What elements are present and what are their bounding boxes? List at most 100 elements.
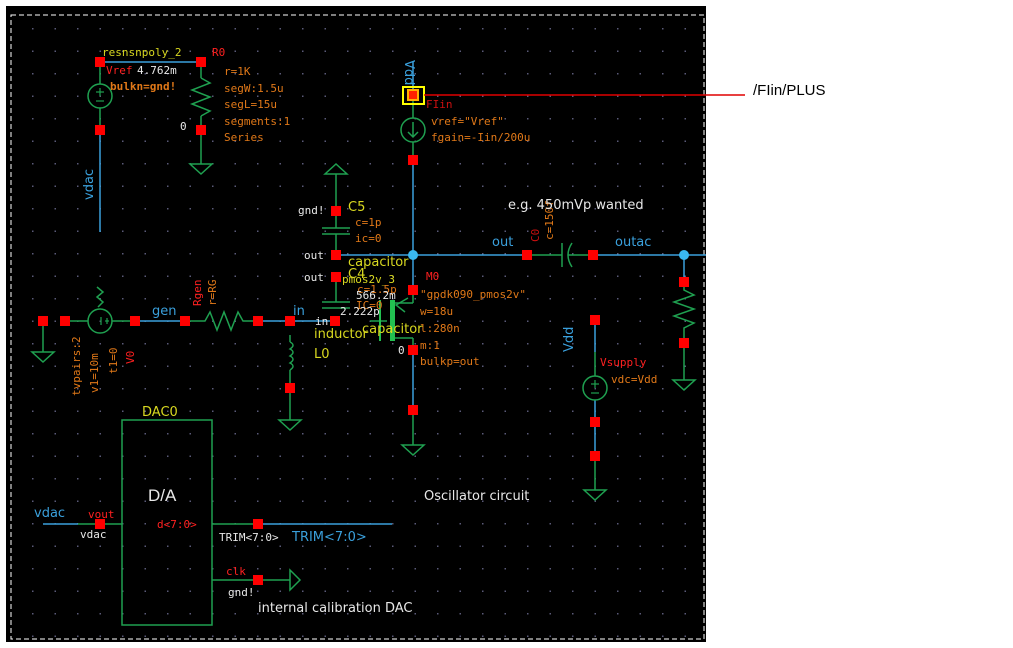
grid-dot [302,568,304,570]
grid-dot [189,410,191,412]
pin-marker[interactable] [588,250,598,260]
grid-dot [347,50,349,52]
grid-dot [549,298,551,300]
grid-dot [144,568,146,570]
grid-dot [234,163,236,165]
grid-dot [324,298,326,300]
grid-dot [234,320,236,322]
grid-dot [459,185,461,187]
grid-dot [504,320,506,322]
grid-dot [527,455,529,457]
pin-marker[interactable] [522,250,532,260]
grid-dot [437,253,439,255]
grid-dot [414,523,416,525]
pin-marker[interactable] [679,338,689,348]
grid-dot [684,50,686,52]
note-dac: internal calibration DAC [258,601,412,616]
pin-marker[interactable] [38,316,48,326]
grid-dot [459,365,461,367]
grid-dot [302,185,304,187]
pin-marker[interactable] [408,405,418,415]
dac-name-label: DAC0 [142,405,178,420]
pin-marker[interactable] [331,272,341,282]
grid-dot [54,253,56,255]
grid-dot [662,545,664,547]
grid-dot [572,545,574,547]
grid-dot [257,28,259,30]
grid-dot [144,455,146,457]
pin-marker[interactable] [95,519,105,529]
grid-dot [189,50,191,52]
pin-marker[interactable] [95,57,105,67]
grid-dot [302,95,304,97]
pin-marker[interactable] [253,316,263,326]
grid-dot [594,95,596,97]
grid-dot [617,478,619,480]
pin-marker[interactable] [331,206,341,216]
pin-marker[interactable] [60,316,70,326]
pin-marker[interactable] [330,316,340,326]
grid-dot [167,298,169,300]
pin-marker[interactable] [180,316,190,326]
grid-dot [482,140,484,142]
pin-marker[interactable] [590,417,600,427]
grid-dot [369,73,371,75]
grid-dot [639,613,641,615]
grid-dot [189,343,191,345]
grid-dot [617,298,619,300]
pin-marker[interactable] [95,125,105,135]
grid-dot [54,343,56,345]
grid-dot [504,118,506,120]
grid-dot [414,50,416,52]
grid-dot [189,613,191,615]
grid-dot [527,500,529,502]
grid-dot [99,50,101,52]
grid-dot [527,95,529,97]
grid-dot [459,140,461,142]
grid-dot [369,208,371,210]
probed-pin[interactable] [407,89,419,101]
pin-marker[interactable] [408,285,418,295]
grid-dot [234,73,236,75]
grid-dot [122,635,124,637]
v0-param-0: t1=0 [107,348,120,375]
grid-dot [212,365,214,367]
pin-marker[interactable] [130,316,140,326]
pin-marker[interactable] [196,57,206,67]
junction-out [408,250,418,260]
grid-dot [662,208,664,210]
dac-symbol-label: D/A [148,486,177,505]
pin-marker[interactable] [285,316,295,326]
l0-name-label: L0 [314,347,330,362]
grid-dot [639,140,641,142]
pin-marker[interactable] [285,383,295,393]
grid-dot [189,365,191,367]
grid-dot [459,298,461,300]
grid-dot [392,208,394,210]
pin-marker[interactable] [679,277,689,287]
grid-dot [122,298,124,300]
grid-dot [279,163,281,165]
grid-dot [527,320,529,322]
pin-marker[interactable] [253,519,263,529]
grid-dot [549,118,551,120]
grid-dot [617,50,619,52]
grid-dot [54,50,56,52]
pin-marker[interactable] [590,315,600,325]
pin-marker[interactable] [408,155,418,165]
load-ground-icon [671,379,697,392]
grid-dot [459,73,461,75]
grid-dot [324,365,326,367]
grid-dot [459,523,461,525]
pin-marker[interactable] [331,250,341,260]
grid-dot [302,388,304,390]
pin-marker[interactable] [196,125,206,135]
grid-dot [437,275,439,277]
pin-marker[interactable] [590,451,600,461]
pin-marker[interactable] [253,575,263,585]
grid-dot [257,613,259,615]
grid-dot [617,455,619,457]
pin-marker[interactable] [408,345,418,355]
grid-dot [167,163,169,165]
